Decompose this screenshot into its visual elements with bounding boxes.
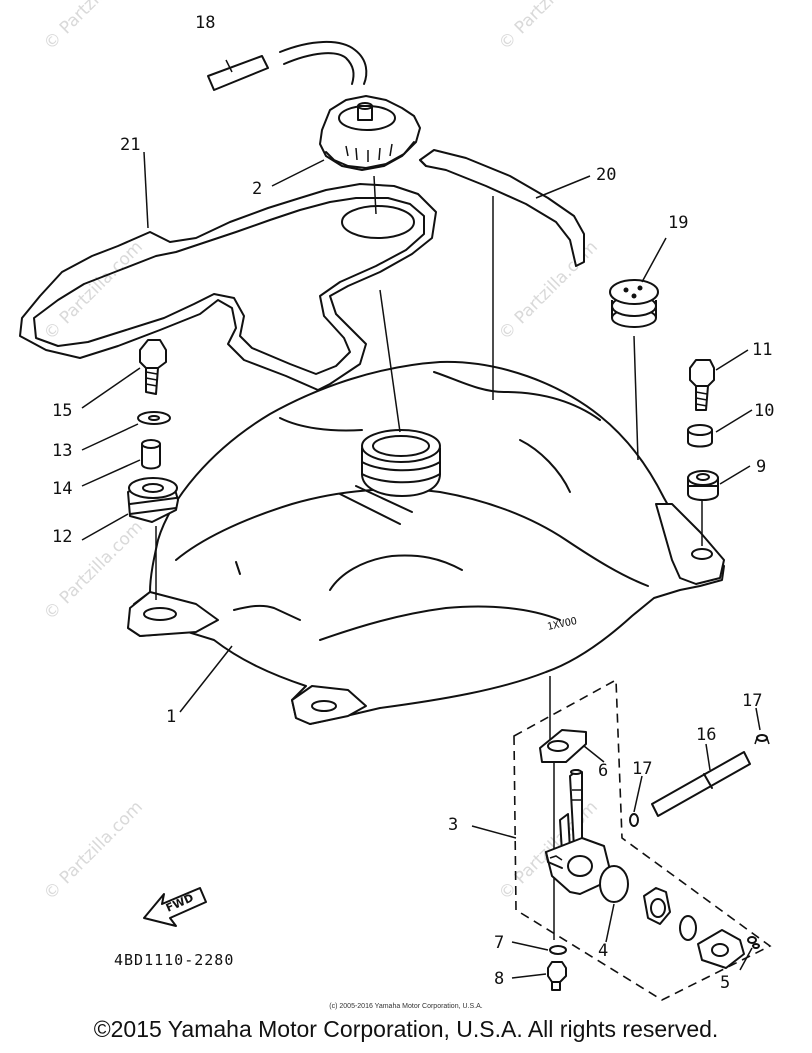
- fwd-arrow: FWD: [143, 887, 207, 927]
- leader-lines: [81, 59, 761, 979]
- callout-10: 10: [754, 401, 774, 421]
- callout-3: 3: [448, 815, 458, 835]
- callout-20: 20: [596, 165, 616, 185]
- callout-17: 17: [632, 759, 652, 779]
- callout-15: 15: [52, 401, 72, 421]
- part-12-grommet: [127, 477, 179, 523]
- part-16-fuel-hose: [651, 751, 751, 817]
- small-copyright: (c) 2005-2016 Yamaha Motor Corporation, …: [329, 1003, 483, 1010]
- callout-4: 4: [598, 941, 608, 961]
- part-3-petcock-assembly-box: [513, 678, 772, 1001]
- callout-2: 2: [252, 179, 262, 199]
- callout-7: 7: [494, 933, 504, 953]
- part-4-o-ring: [599, 865, 629, 903]
- main-copyright: ©2015 Yamaha Motor Corporation, U.S.A. A…: [93, 1016, 719, 1042]
- part-5-cover-plate: [697, 929, 760, 969]
- part-10-collar: [687, 424, 713, 448]
- part-15-bolt: [139, 339, 167, 395]
- callout-5: 5: [720, 973, 730, 993]
- washer-hole: [148, 415, 160, 421]
- petcock-lever: [643, 887, 697, 941]
- diagram-code: 4BD1110-2280: [114, 951, 234, 969]
- callout-11: 11: [752, 340, 772, 360]
- callout-1: 1: [166, 707, 176, 727]
- part-14-collar: [141, 439, 161, 470]
- callout-16: 16: [696, 725, 716, 745]
- part-17-clamp: [754, 734, 770, 745]
- part-17-clamp: [629, 813, 639, 827]
- part-1-fuel-tank: 1XVOO: [127, 360, 725, 725]
- callout-13: 13: [52, 441, 72, 461]
- callout-8: 8: [494, 969, 504, 989]
- part-20-tank-strap: [419, 149, 585, 267]
- callout-labels: 18 2 21 20 19 11 10 9 15 13 14 12 1 3 6 …: [52, 13, 774, 993]
- cap-gasket: [341, 205, 415, 239]
- part-18-breather-hose: [207, 41, 368, 91]
- callout-18: 18: [195, 13, 215, 33]
- callout-19: 19: [668, 213, 688, 233]
- callout-21: 21: [120, 135, 140, 155]
- part-11-bolt: [689, 359, 715, 411]
- callout-14: 14: [52, 479, 72, 499]
- callout-9: 9: [756, 457, 766, 477]
- petcock-body: [545, 769, 611, 895]
- part-19-grommet: [609, 279, 659, 328]
- part-6-gasket: [539, 729, 587, 763]
- callout-17: 17: [742, 691, 762, 711]
- callout-6: 6: [598, 761, 608, 781]
- part-7-washer: [549, 945, 567, 955]
- callout-12: 12: [52, 527, 72, 547]
- part-21-cover-gasket: [19, 183, 437, 391]
- part-9-grommet: [687, 470, 719, 501]
- part-8-drain-screw: [547, 961, 567, 991]
- part-2-fuel-cap: [319, 95, 421, 171]
